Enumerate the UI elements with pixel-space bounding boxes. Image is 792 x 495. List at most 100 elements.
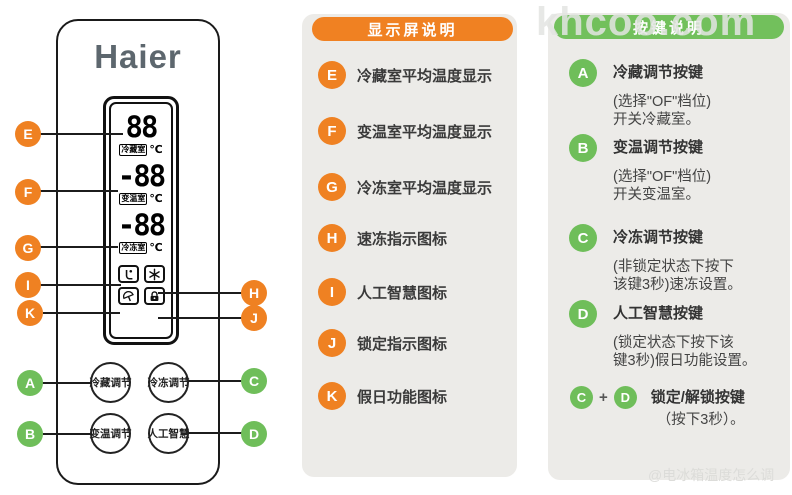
display-item-J-text: 锁定指示图标 [357, 335, 448, 353]
callout-line-A [42, 382, 92, 384]
ai-button[interactable]: 人工智慧 [147, 413, 190, 454]
display-item-F-badge: F [318, 117, 346, 145]
display-item-K-badge: K [318, 382, 346, 410]
callout-line-J [158, 317, 242, 319]
varitemp-unit-label: ℃ [149, 193, 163, 205]
callout-line-F [40, 190, 118, 192]
callout-badge-G: G [15, 235, 41, 261]
key-item-C-badge: C [569, 224, 597, 252]
holiday-icon [117, 287, 139, 305]
callout-line-I [40, 284, 121, 286]
callout-line-G [40, 246, 118, 248]
key-item-B-sub2: 开关变温室。 [613, 187, 700, 203]
callout-badge-E: E [15, 121, 41, 147]
display-item-G-badge: G [318, 173, 346, 201]
fridge-unit-label: ℃ [149, 144, 163, 156]
key-item-B-badge: B [569, 134, 597, 162]
plus-sign: + [599, 389, 608, 406]
watermark-top: khcoo.com [536, 0, 757, 44]
key-item-A-title: 冷藏调节按键 [613, 64, 704, 81]
callout-badge-D: D [241, 421, 267, 447]
callout-badge-C: C [241, 368, 267, 394]
callout-line-B [43, 433, 92, 435]
key-item-A-sub1: (选择"OF"档位) [613, 94, 712, 110]
key-item-D: D 人工智慧按键 (锁定状态下按下该 键3秒)假日功能设置。 [569, 300, 756, 370]
callout-line-K [43, 312, 120, 314]
callout-line-H [158, 292, 242, 294]
callout-badge-B: B [17, 421, 43, 447]
freezer-adjust-button[interactable]: 冷冻调节 [147, 362, 190, 403]
ai-icon [117, 265, 139, 283]
display-section-title: 显示屏说明 [312, 17, 513, 41]
lcd-display-inner: 88 冷藏室 ℃ -88 变温室 ℃ -88 冷冻室 ℃ [109, 102, 173, 339]
callout-line-D [188, 432, 242, 434]
key-item-D-sub1: (锁定状态下按下该 [613, 335, 734, 351]
fridge-temp-value: 88 [125, 110, 159, 144]
display-item-E-text: 冷藏室平均温度显示 [357, 67, 493, 85]
combo-badge-D: D [613, 386, 637, 409]
varitemp-zone-label: 变温室 [119, 192, 148, 205]
key-item-A: A 冷藏调节按键 (选择"OF"档位) 开关冷藏室。 [569, 59, 711, 129]
callout-line-C [188, 380, 242, 382]
display-item-K-text: 假日功能图标 [357, 388, 448, 406]
display-item-E-badge: E [318, 61, 346, 89]
display-item-E: E 冷藏室平均温度显示 [318, 61, 492, 89]
freezer-adjust-button-label: 冷冻调节 [147, 377, 190, 389]
fridge-temp-label: 冷藏室 ℃ [119, 143, 163, 156]
varitemp-temp-value: -88 [117, 159, 166, 193]
lcd-display: 88 冷藏室 ℃ -88 变温室 ℃ -88 冷冻室 ℃ [103, 96, 179, 345]
watermark-bottom: @电冰箱温度怎么调 [648, 467, 775, 483]
callout-badge-K: K [17, 300, 43, 326]
key-item-combo-CD: C + D 锁定/解锁按键 （按下3秒）。 [570, 386, 745, 429]
ai-button-label: 人工智慧 [147, 428, 190, 440]
callout-badge-F: F [15, 179, 41, 205]
display-item-H-text: 速冻指示图标 [357, 230, 448, 248]
key-item-B-sub1: (选择"OF"档位) [613, 169, 712, 185]
callout-badge-H: H [241, 280, 267, 306]
key-section-title: 按键说明 [554, 15, 784, 39]
haier-logo: Haier [94, 38, 182, 75]
callout-badge-I: I [15, 272, 41, 298]
fridge-adjust-button-label: 冷藏调节 [89, 377, 132, 389]
freezer-zone-label: 冷冻室 [119, 241, 148, 254]
key-item-C-sub2: 该键3秒)速冻设置。 [613, 277, 742, 293]
key-item-D-badge: D [569, 300, 597, 328]
display-item-F-text: 变温室平均温度显示 [357, 123, 493, 141]
key-item-C: C 冷冻调节按键 (非锁定状态下按下 该键3秒)速冻设置。 [569, 224, 742, 294]
lcd-icon-grid [117, 265, 165, 305]
display-item-J: J 锁定指示图标 [318, 329, 447, 357]
key-item-C-sub1: (非锁定状态下按下 [613, 259, 734, 275]
display-explanation-panel: 显示屏说明 E 冷藏室平均温度显示 F 变温室平均温度显示 G 冷冻室平均温度显… [302, 14, 517, 477]
key-item-A-sub2: 开关冷藏室。 [613, 112, 700, 128]
varitemp-temp-label: 变温室 ℃ [119, 192, 163, 205]
combo-title: 锁定/解锁按键 [650, 389, 745, 406]
fridge-adjust-button[interactable]: 冷藏调节 [89, 362, 132, 403]
key-item-C-title: 冷冻调节按键 [613, 229, 704, 246]
display-item-H-badge: H [318, 224, 346, 252]
combo-sub: （按下3秒）。 [656, 412, 745, 428]
key-item-B-title: 变温调节按键 [613, 139, 704, 156]
display-item-I: I 人工智慧图标 [318, 278, 447, 306]
varitemp-adjust-button-label: 变温调节 [89, 428, 132, 440]
varitemp-adjust-button[interactable]: 变温调节 [89, 413, 132, 454]
combo-badge-C: C [570, 386, 593, 409]
freezer-unit-label: ℃ [149, 242, 163, 254]
display-item-J-badge: J [318, 329, 346, 357]
display-item-I-text: 人工智慧图标 [357, 284, 448, 302]
key-item-B: B 变温调节按键 (选择"OF"档位) 开关变温室。 [569, 134, 711, 204]
callout-badge-J: J [241, 305, 267, 331]
quick-freeze-icon [143, 265, 165, 283]
display-item-G: G 冷冻室平均温度显示 [318, 173, 492, 201]
display-item-F: F 变温室平均温度显示 [318, 117, 492, 145]
display-item-H: H 速冻指示图标 [318, 224, 447, 252]
display-item-I-badge: I [318, 278, 346, 306]
display-item-K: K 假日功能图标 [318, 382, 447, 410]
fridge-zone-label: 冷藏室 [119, 143, 148, 156]
freezer-temp-value: -88 [117, 208, 166, 242]
callout-badge-A: A [17, 370, 43, 396]
freezer-temp-label: 冷冻室 ℃ [119, 241, 163, 254]
display-item-G-text: 冷冻室平均温度显示 [357, 179, 493, 197]
key-item-D-sub2: 键3秒)假日功能设置。 [613, 353, 757, 369]
callout-line-E [40, 133, 123, 135]
